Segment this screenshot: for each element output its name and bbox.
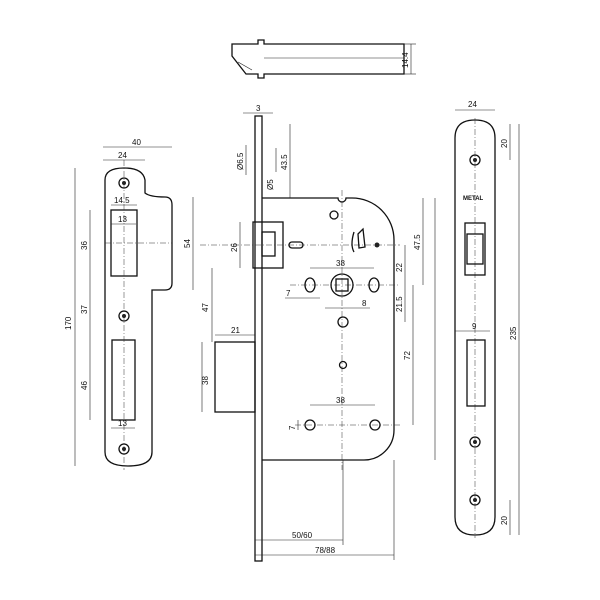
faceplate: METAL 24 20 9 235 20 xyxy=(454,100,520,538)
dim-38-lower: 38 xyxy=(336,396,345,405)
spindle-square-icon xyxy=(330,273,354,297)
screw-hole-icon xyxy=(118,443,130,455)
dim-d6-5: Ø6.5 xyxy=(236,152,245,170)
dim-22: 22 xyxy=(395,263,404,272)
screw-hole-icon xyxy=(469,154,481,166)
dim-7-lower: 7 xyxy=(288,425,297,430)
dim-170: 170 xyxy=(64,316,73,330)
dim-235: 235 xyxy=(509,326,518,340)
dim-13-top: 13 xyxy=(118,215,127,224)
dim-47-5: 47.5 xyxy=(413,234,422,250)
dim-24-face: 24 xyxy=(468,100,477,109)
dim-3: 3 xyxy=(256,104,261,113)
dim-24: 24 xyxy=(118,151,127,160)
dim-72: 72 xyxy=(403,351,412,360)
screw-icon xyxy=(329,210,339,220)
screw-hole-icon xyxy=(118,310,130,322)
dim-50-60: 50/60 xyxy=(292,531,313,540)
dim-14-5: 14.5 xyxy=(114,196,130,205)
dim-26: 26 xyxy=(230,243,239,252)
dim-54: 54 xyxy=(183,239,192,248)
dim-20-bottom: 20 xyxy=(500,516,509,525)
dim-21-5: 21.5 xyxy=(395,296,404,312)
brand-logo: METAL xyxy=(463,196,484,202)
dim-20-top: 20 xyxy=(500,139,509,148)
dim-d5: Ø5 xyxy=(266,179,275,190)
dim-38-bolt: 38 xyxy=(201,376,210,385)
dim-47: 47 xyxy=(201,303,210,312)
dim-46: 46 xyxy=(80,381,89,390)
dim-38-spindle: 38 xyxy=(336,259,345,268)
dim-40: 40 xyxy=(132,138,141,147)
screw-hole-icon xyxy=(469,494,481,506)
dim-37: 37 xyxy=(80,305,89,314)
dim-7: 7 xyxy=(286,289,291,298)
bolt-profile: 14.4 xyxy=(231,39,416,79)
lock-body: 3 Ø6.5 43.5 Ø5 26 47 21 38 38 7 8 22 21.… xyxy=(200,104,436,562)
screw-hole-icon xyxy=(469,436,481,448)
dim-8: 8 xyxy=(362,299,367,308)
dim-36: 36 xyxy=(80,241,89,250)
dim-13-bottom: 13 xyxy=(118,419,127,428)
dim-43-5: 43.5 xyxy=(280,154,289,170)
dim-bolt-height: 14.4 xyxy=(401,52,410,68)
screw-hole-icon xyxy=(118,177,130,189)
strike-plate: 40 24 14.5 13 13 170 36 37 46 54 xyxy=(64,138,194,470)
dim-9: 9 xyxy=(472,322,477,331)
dim-21: 21 xyxy=(231,326,240,335)
dim-78-88: 78/88 xyxy=(315,546,336,555)
